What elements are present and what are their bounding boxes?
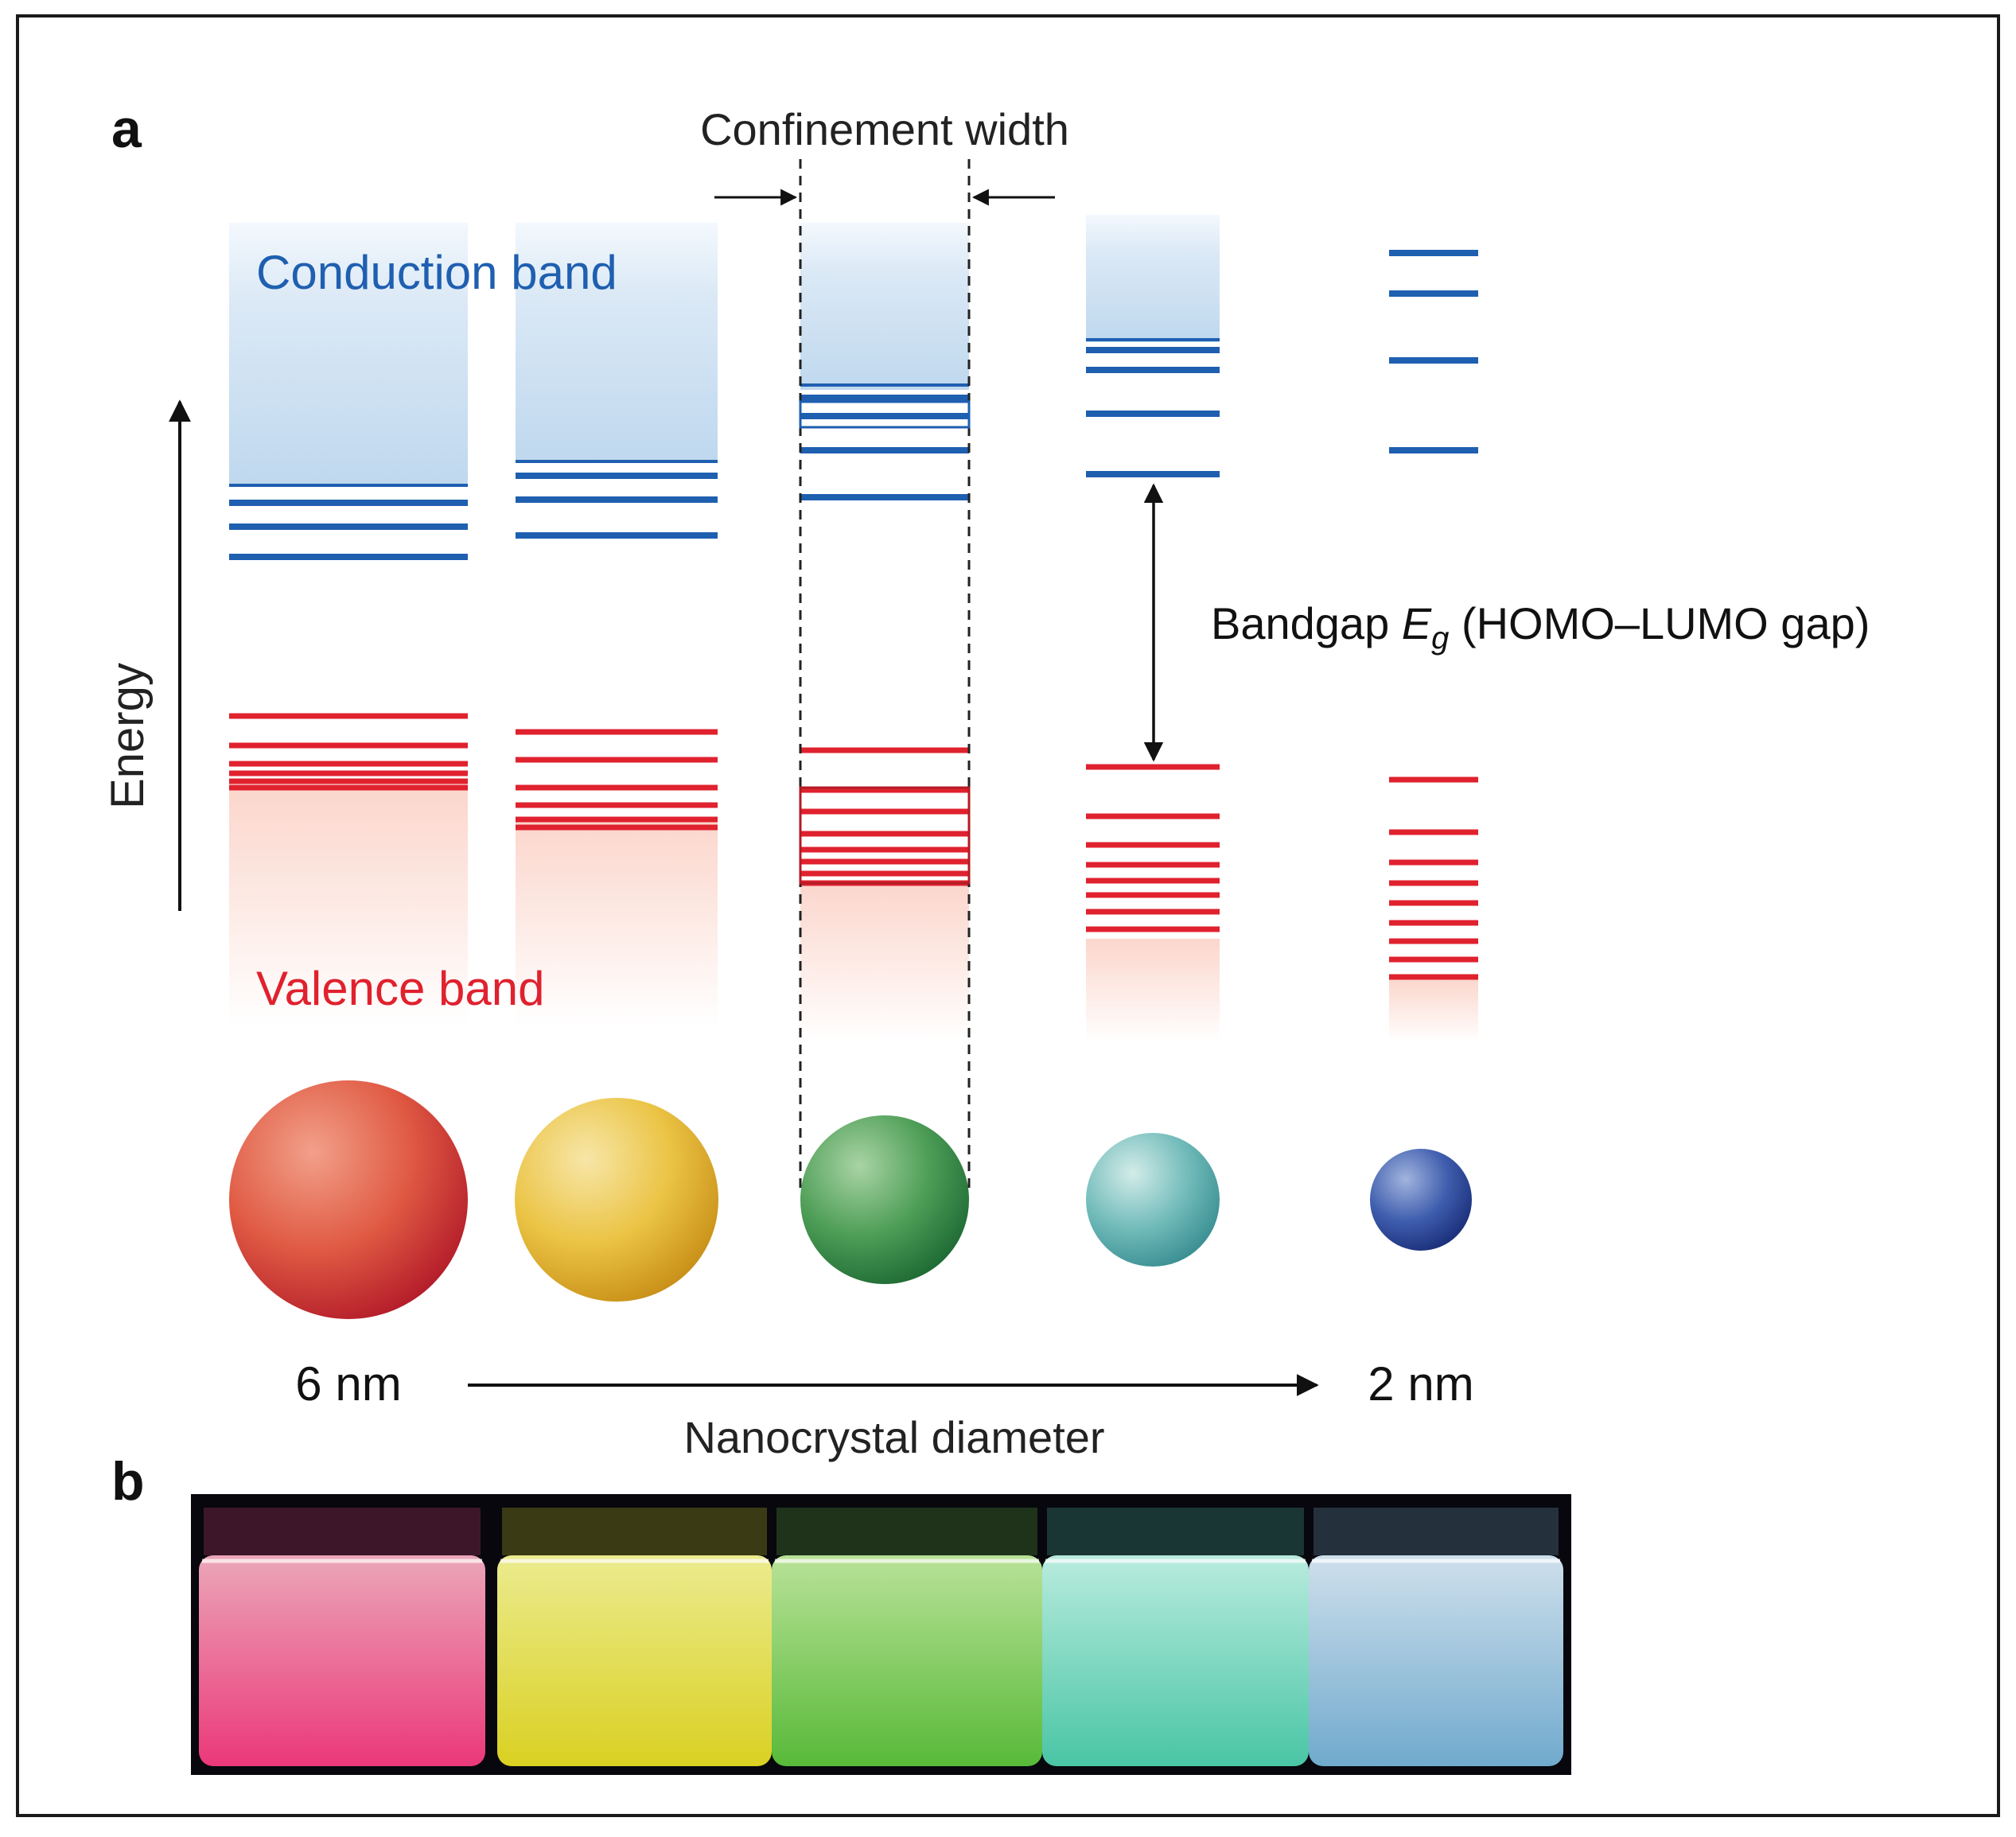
panel-a-label: a xyxy=(111,99,142,159)
vials xyxy=(199,1508,1563,1766)
conduction-bg-1 xyxy=(229,223,468,485)
nanocrystal-spheres xyxy=(229,1080,1472,1319)
conduction-band-label: Conduction band xyxy=(256,246,617,299)
bandgap-symbol: E xyxy=(1402,598,1432,648)
valence-bg-3 xyxy=(800,883,969,1042)
diameter-axis-label: Nanocrystal diameter xyxy=(683,1412,1104,1462)
vials-photo xyxy=(191,1494,1571,1775)
panel-b-label: b xyxy=(111,1451,145,1512)
conduction-band-backgrounds xyxy=(229,215,1220,485)
vial-4 xyxy=(1042,1555,1309,1766)
conduction-bg-4 xyxy=(1086,215,1220,342)
valence-band-label: Valence band xyxy=(256,962,545,1015)
vial-2 xyxy=(497,1555,772,1766)
bandgap-label-suffix: (HOMO–LUMO gap) xyxy=(1449,598,1870,648)
vial-neck-3 xyxy=(776,1508,1037,1555)
confinement-width-label: Confinement width xyxy=(700,104,1069,154)
bandgap-label: Bandgap Eg (HOMO–LUMO gap) xyxy=(1211,598,1870,656)
nanocrystal-5nm xyxy=(515,1098,718,1302)
valence-bg-4 xyxy=(1086,939,1220,1042)
nanocrystal-3nm xyxy=(1086,1133,1220,1267)
vial-neck-5 xyxy=(1314,1508,1559,1555)
vial-5 xyxy=(1309,1555,1563,1766)
nanocrystal-2nm xyxy=(1370,1149,1472,1251)
valence-levels xyxy=(229,713,1478,980)
figure-border xyxy=(16,14,2000,1817)
confinement-level-box-bottom xyxy=(799,786,971,885)
vial-neck-1 xyxy=(204,1508,481,1555)
conduction-bg-2 xyxy=(516,223,718,461)
nanocrystal-6nm xyxy=(229,1080,468,1319)
vial-neck-4 xyxy=(1047,1508,1304,1555)
vial-1 xyxy=(199,1555,485,1766)
confinement-level-box-top xyxy=(799,400,971,429)
valence-bg-1 xyxy=(229,788,468,1026)
bandgap-label-prefix: Bandgap xyxy=(1211,598,1402,648)
valence-band-backgrounds xyxy=(229,788,1478,1042)
conduction-bg-3 xyxy=(800,223,969,390)
nanocrystal-4nm xyxy=(800,1115,969,1284)
diameter-small-label: 2 nm xyxy=(1368,1357,1473,1411)
diameter-large-label: 6 nm xyxy=(295,1357,401,1411)
valence-bg-5 xyxy=(1389,979,1478,1042)
energy-axis-label: Energy xyxy=(102,663,154,809)
vial-neck-2 xyxy=(502,1508,767,1555)
conduction-levels xyxy=(229,250,1478,560)
valence-bg-2 xyxy=(516,819,718,1026)
bandgap-subscript: g xyxy=(1431,621,1449,656)
vial-3 xyxy=(772,1555,1042,1766)
